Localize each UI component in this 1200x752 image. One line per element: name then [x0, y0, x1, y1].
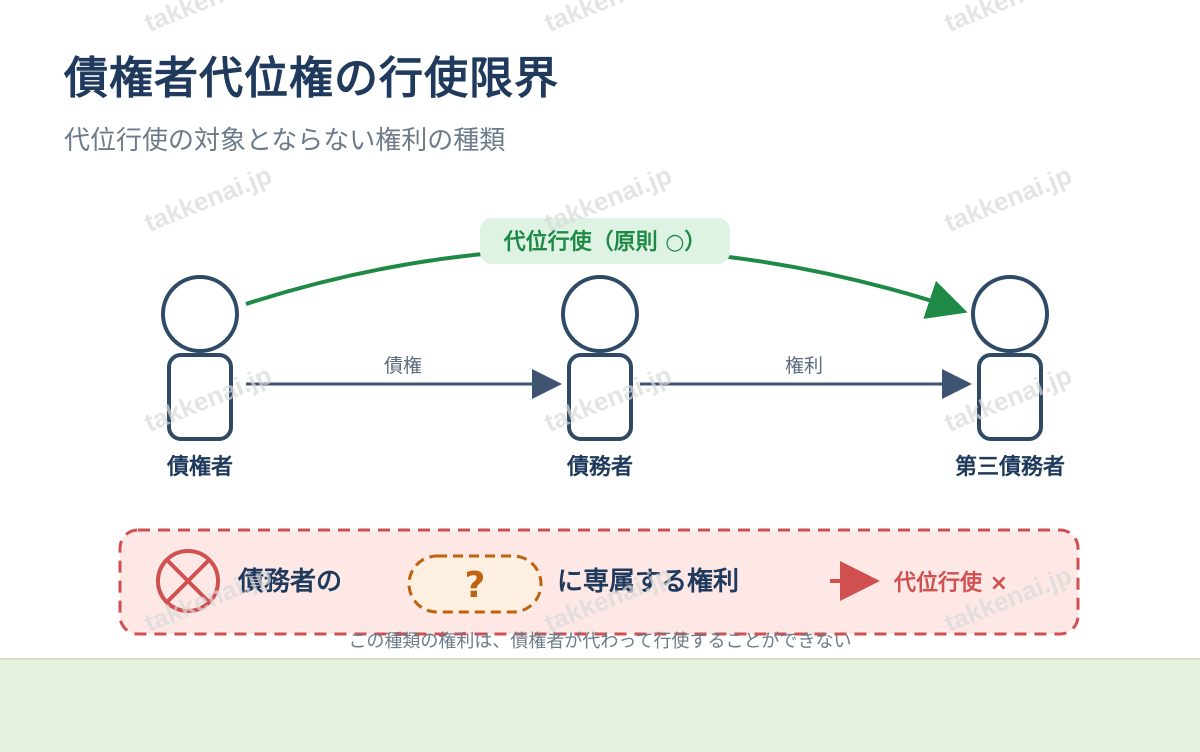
exclusion-result: 代位行使 × — [893, 570, 1008, 596]
exclusion-suffix: に専属する権利 — [557, 566, 739, 597]
person-third-debtor-icon — [971, 275, 1049, 441]
person-debtor-icon — [561, 275, 639, 441]
person-label-debtor: 債務者 — [566, 454, 633, 480]
relation-label-claim: 債権 — [384, 355, 422, 377]
relation-label-right: 権利 — [785, 355, 823, 377]
question-icon: ? — [465, 565, 486, 606]
person-label-third-debtor: 第三債務者 — [955, 454, 1065, 480]
exclusion-prefix: 債務者の — [237, 567, 342, 597]
placeholder-pill — [407, 554, 543, 614]
page-subtitle: 代位行使の対象とならない権利の種類 — [64, 126, 506, 156]
page-title: 債権者代位権の行使限界 — [64, 53, 559, 104]
exclusion-note: この種類の権利は、債権者が代わって行使することができない — [348, 631, 851, 652]
bottom-band — [0, 658, 1200, 752]
subrogation-label: 代位行使（原則 ○） — [503, 229, 707, 255]
exclusion-box — [118, 528, 1080, 636]
person-creditor-icon — [161, 275, 239, 441]
prohibited-icon — [156, 549, 220, 613]
subrogation-label-bg — [480, 218, 730, 264]
person-label-creditor: 債権者 — [166, 454, 233, 480]
